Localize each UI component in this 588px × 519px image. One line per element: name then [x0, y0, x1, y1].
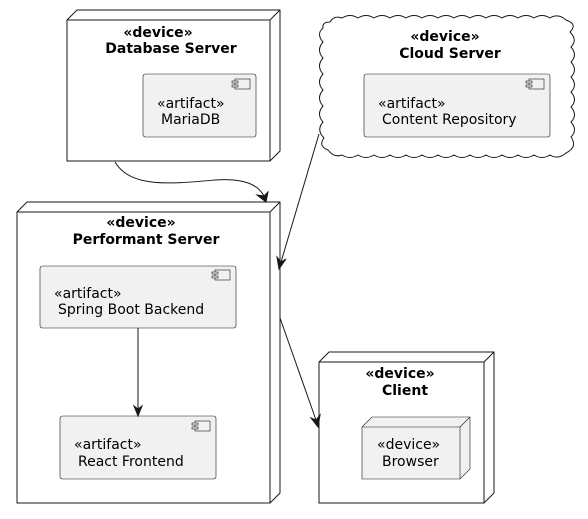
performant-server-stereotype: «device»	[106, 215, 175, 231]
mariadb-stereotype: «artifact»	[157, 96, 225, 112]
mariadb-artifact: «artifact» MariaDB	[142, 73, 257, 138]
component-icon	[211, 269, 231, 281]
spring-boot-backend-artifact: «artifact» Spring Boot Backend	[39, 265, 237, 329]
content-repository-name: Content Repository	[382, 112, 517, 128]
edge-database-to-performant	[114, 161, 269, 203]
database-server-name: Database Server	[105, 41, 236, 57]
component-icon	[231, 78, 251, 90]
edge-backend-to-frontend	[132, 328, 144, 418]
browser-name: Browser	[382, 454, 439, 470]
component-icon	[191, 420, 211, 432]
spring-boot-backend-stereotype: «artifact»	[54, 286, 122, 302]
edge-cloud-to-performant	[276, 133, 320, 271]
react-frontend-artifact: «artifact» React Frontend	[59, 415, 217, 480]
edge-performant-to-client	[279, 317, 321, 429]
database-server-stereotype: «device»	[123, 25, 192, 41]
mariadb-name: MariaDB	[161, 112, 220, 128]
content-repository-artifact: «artifact» Content Repository	[363, 73, 551, 138]
browser-stereotype: «device»	[377, 437, 440, 453]
performant-server-name: Performant Server	[73, 232, 220, 248]
client-stereotype: «device»	[365, 366, 434, 382]
content-repository-stereotype: «artifact»	[378, 96, 446, 112]
client-name: Client	[382, 383, 428, 399]
react-frontend-name: React Frontend	[78, 454, 184, 470]
spring-boot-backend-name: Spring Boot Backend	[58, 302, 204, 318]
react-frontend-stereotype: «artifact»	[74, 437, 142, 453]
cloud-server-stereotype: «device»	[410, 29, 479, 45]
browser-device: «device» Browser	[361, 416, 471, 480]
component-icon	[525, 78, 545, 90]
cloud-server-name: Cloud Server	[399, 46, 501, 62]
